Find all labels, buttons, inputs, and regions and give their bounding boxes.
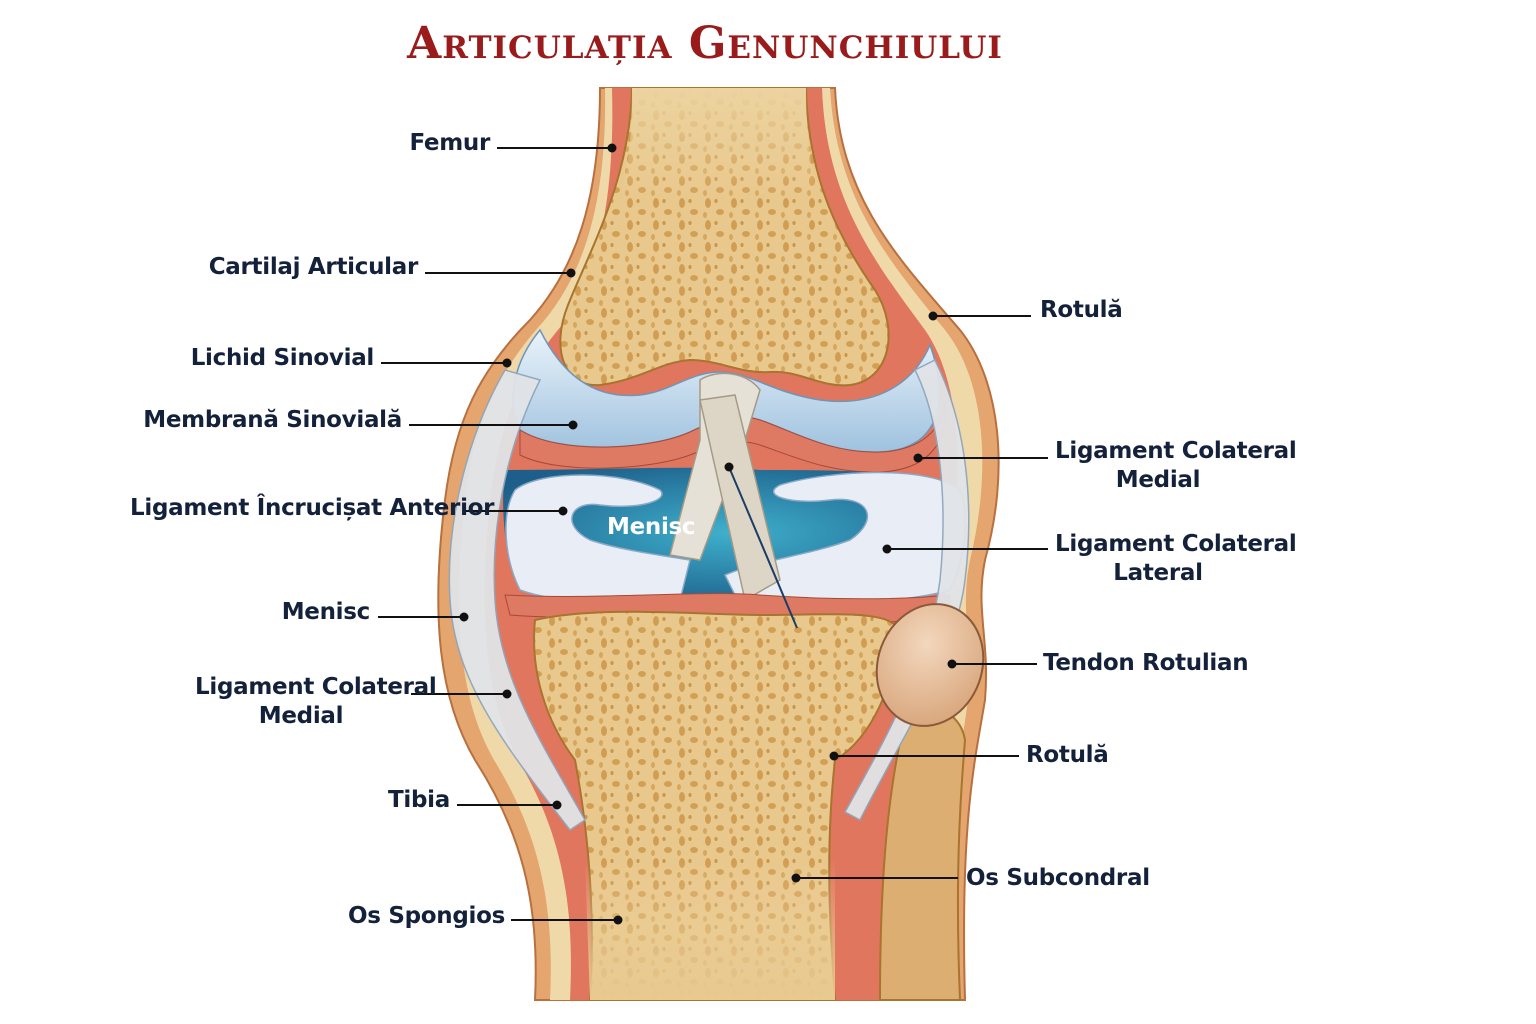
label-menisc-left: Menisc	[281, 599, 371, 625]
label-tendon-rotulian: Tendon Rotulian	[1043, 650, 1249, 676]
label-line2: Medial	[258, 703, 344, 729]
label-line1: Ligament Colateral	[195, 674, 437, 700]
label-ligament-colateral-medial-right: Ligament Colateral Medial	[1055, 437, 1297, 495]
label-line2: Medial	[1115, 467, 1201, 493]
diagram-title: Articulația Genunchiului	[407, 18, 1003, 69]
label-line2: Lateral	[1113, 560, 1203, 586]
label-ligament-colateral-medial-left: Ligament Colateral Medial	[195, 673, 437, 731]
label-ligament-incrucisat-anterior: Ligament Încrucișat Anterior	[130, 495, 495, 521]
label-tibia: Tibia	[388, 787, 450, 813]
label-femur: Femur	[409, 130, 490, 156]
label-cartilaj-articular: Cartilaj Articular	[208, 254, 419, 280]
label-rotula-bottom: Rotulă	[1026, 742, 1109, 768]
label-os-spongios: Os Spongios	[348, 903, 505, 929]
label-os-subcondral: Os Subcondral	[966, 865, 1150, 891]
label-line1: Ligament Colateral	[1055, 438, 1297, 464]
label-line1: Ligament Colateral	[1055, 531, 1297, 557]
label-rotula-top: Rotulă	[1040, 297, 1123, 323]
label-lichid-sinovial: Lichid Sinovial	[190, 345, 375, 371]
label-menisc-inner: Menisc	[607, 514, 696, 540]
label-ligament-colateral-lateral: Ligament Colateral Lateral	[1055, 530, 1297, 588]
label-membrana-sinoviala: Membrană Sinovială	[143, 407, 402, 433]
